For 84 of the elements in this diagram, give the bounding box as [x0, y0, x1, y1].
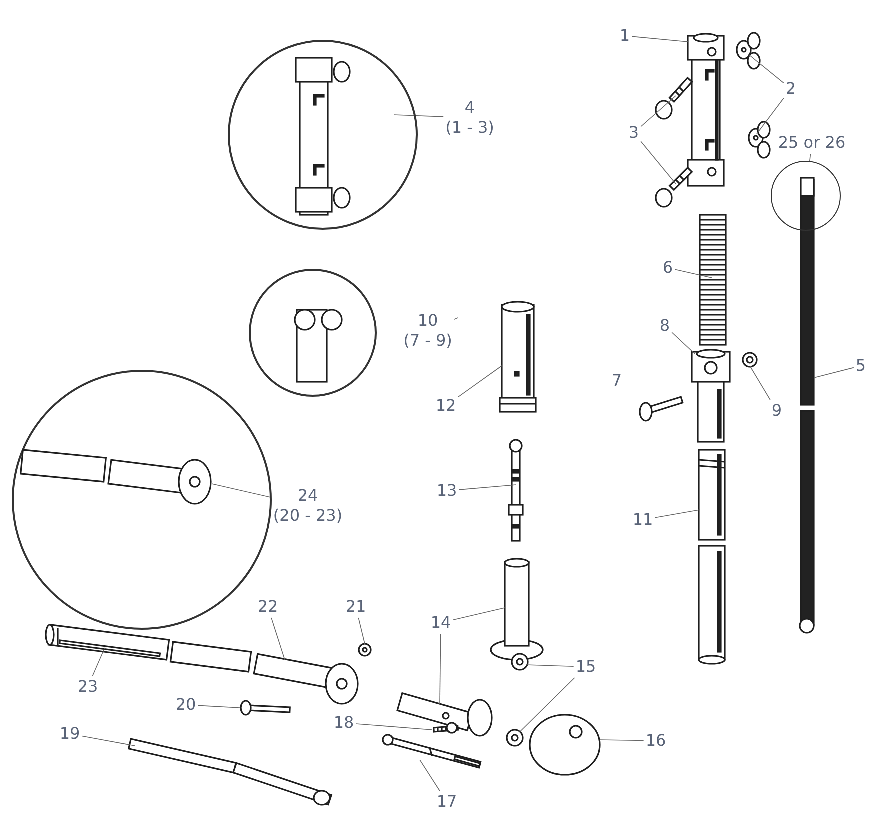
callout-number: 16: [646, 731, 666, 751]
clamp-drawing: [687, 33, 725, 187]
callout-number: 6: [662, 258, 674, 278]
bolt-drawing: [655, 166, 694, 208]
callout-number: 10: [416, 311, 440, 331]
leader-line: [92, 648, 106, 676]
clamp-drawing: [691, 349, 731, 443]
leader-line: [458, 484, 516, 490]
wing-nut-drawing: [736, 32, 761, 70]
callout-number: 23: [78, 677, 98, 697]
leader-line: [358, 618, 366, 644]
callout-number: 14: [430, 613, 452, 633]
tube-drawing: [45, 624, 170, 661]
washer-drawing: [506, 729, 524, 747]
leader-line: [420, 760, 440, 792]
foot-drawing: [529, 714, 601, 776]
extension-rod-drawing: [128, 738, 333, 806]
callout-number: 7: [612, 371, 622, 391]
callout-number: 24: [296, 486, 320, 506]
leader-line: [748, 54, 784, 84]
pin-drawing: [382, 734, 482, 769]
leader-line: [82, 736, 136, 746]
leader-line: [750, 366, 771, 400]
leader-line: [526, 664, 574, 667]
callout-number: 25 or 26: [778, 133, 846, 153]
screw-drawing: [432, 722, 460, 734]
nut-drawing: [358, 643, 372, 657]
wing-nut-drawing: [748, 121, 771, 159]
detail-circle: [249, 269, 377, 397]
callout-number: 9: [772, 401, 782, 421]
callout-number: 13: [436, 481, 458, 501]
callout-number: 2: [786, 79, 796, 99]
leader-line: [810, 154, 812, 162]
assembly-range: (7 - 9): [404, 331, 452, 351]
clamp-assembly-drawing: [295, 57, 351, 216]
leader-line: [394, 114, 444, 118]
leader-line: [672, 332, 696, 354]
callout-number: 19: [60, 724, 80, 744]
leader-line: [520, 678, 576, 732]
callout-number: 8: [660, 316, 670, 336]
assembly-range: (20 - 23): [273, 506, 343, 526]
leader-line: [356, 724, 432, 730]
leader-line: [814, 367, 854, 378]
callout-number: 5: [856, 356, 866, 376]
callout-number: 18: [334, 713, 354, 733]
assembly-range: (1 - 3): [446, 118, 494, 138]
bolt-drawing: [655, 76, 694, 120]
leader-line: [454, 318, 458, 320]
callout-number: 15: [576, 657, 596, 677]
leader-line: [654, 510, 700, 518]
bracket-arm-drawing: [396, 692, 493, 737]
leader-line: [632, 36, 688, 42]
tube-drawing: [698, 449, 726, 665]
callout-number: 20: [176, 695, 196, 715]
detail-circle: [228, 40, 418, 230]
leader-line: [458, 366, 502, 398]
leader-line: [212, 484, 272, 498]
leader-line: [600, 740, 644, 742]
pedestal-drawing: [490, 558, 544, 661]
leader-line: [674, 269, 712, 278]
bolt-drawing: [240, 700, 291, 716]
callout-number: 4: [464, 98, 476, 118]
callout-number: 17: [436, 792, 458, 812]
callout-number: 21: [346, 597, 366, 617]
leader-line: [452, 608, 506, 621]
detail-circle: [771, 161, 841, 231]
spindle-drawing: [508, 439, 524, 542]
nut-drawing: [742, 352, 758, 368]
leader-line: [198, 705, 240, 708]
callout-number: 1: [620, 26, 630, 46]
leader-line: [271, 618, 286, 660]
callout-number: 12: [436, 396, 456, 416]
leader-line: [756, 98, 784, 134]
sleeve-drawing: [499, 301, 537, 413]
rod-drawing: [799, 177, 815, 634]
threaded-tube-drawing: [699, 214, 727, 346]
washer-drawing: [511, 653, 529, 671]
leader-line: [640, 96, 676, 128]
callout-number: 3: [628, 123, 640, 143]
leader-line: [640, 141, 676, 184]
leader-line: [440, 634, 442, 706]
callout-number: 22: [258, 597, 278, 617]
callout-number: 11: [632, 510, 654, 530]
tube-assembly-drawing: [20, 449, 212, 505]
